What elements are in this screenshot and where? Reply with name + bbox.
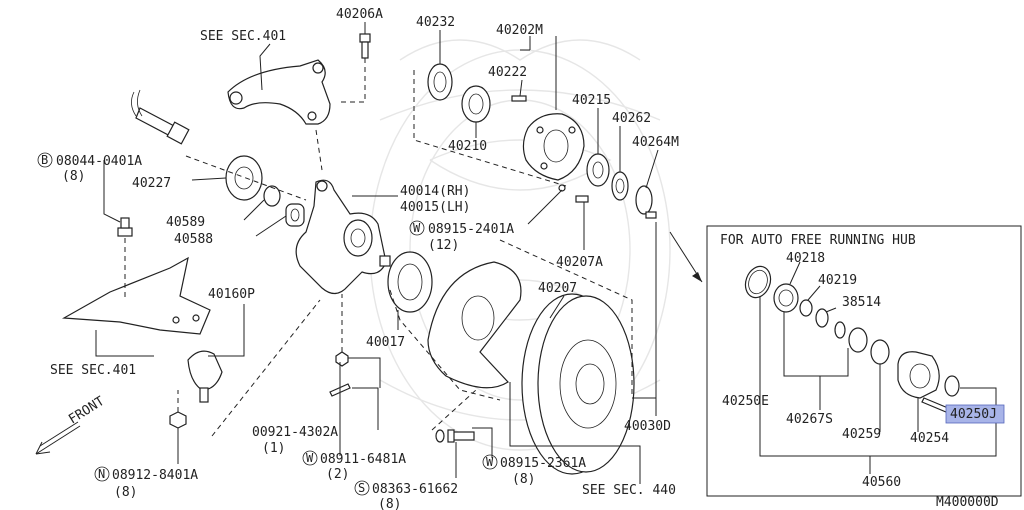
label-40589[interactable]: 40589: [166, 215, 205, 230]
bushing-40588: [285, 203, 305, 227]
bearing-40210: [461, 85, 491, 123]
label-40222[interactable]: 40222: [488, 65, 527, 80]
nut-08911: [335, 351, 349, 367]
inset-parts: [744, 265, 960, 413]
symbol-n: N: [98, 467, 105, 481]
diagram-code: M400000D: [936, 495, 999, 510]
label-08915a-qty: (12): [428, 238, 459, 253]
bolt-40222: [511, 95, 527, 102]
label-40210[interactable]: 40210: [448, 139, 487, 154]
bolt-40207A: [575, 195, 589, 203]
ball-joint-40160P: [187, 350, 223, 403]
ref-sec401-top[interactable]: SEE SEC.401: [200, 29, 286, 44]
label-40017[interactable]: 40017: [366, 335, 405, 350]
label-40262[interactable]: 40262: [612, 111, 651, 126]
symbol-w-c: W: [486, 455, 494, 469]
bolt-08363: [435, 429, 475, 443]
label-40588[interactable]: 40588: [174, 232, 213, 247]
label-08915a[interactable]: 08915-2401A: [428, 222, 514, 237]
label-08363-qty: (8): [378, 497, 401, 510]
rotor-40207: [521, 293, 635, 475]
inset-box: [706, 225, 1022, 497]
drive-shaft: [131, 89, 190, 145]
symbol-b-circle: [37, 152, 53, 168]
label-40030D[interactable]: 40030D: [624, 419, 671, 434]
lower-arm: [61, 256, 211, 335]
label-40259[interactable]: 40259: [842, 427, 881, 442]
bolt-08044: [117, 217, 133, 237]
label-40218[interactable]: 40218: [786, 251, 825, 266]
label-08911-qty: (2): [326, 467, 349, 482]
label-40207[interactable]: 40207: [538, 281, 577, 296]
label-08911[interactable]: 08911-6481A: [320, 452, 406, 467]
label-08044[interactable]: 08044-0401A: [56, 154, 142, 169]
label-40267S[interactable]: 40267S: [786, 412, 833, 427]
inset-title: FOR AUTO FREE RUNNING HUB: [720, 233, 916, 248]
label-08915b-qty: (8): [512, 472, 535, 487]
symbol-w-b: W: [306, 451, 314, 465]
symbol-w-circle-c: [482, 454, 498, 470]
label-40160P[interactable]: 40160P: [208, 287, 255, 302]
label-40219[interactable]: 40219: [818, 273, 857, 288]
label-40250J[interactable]: 40250J: [950, 407, 997, 422]
bolt-40206A: [359, 33, 371, 59]
label-40202M[interactable]: 40202M: [496, 23, 543, 38]
front-arrow-icon: [35, 421, 81, 455]
washer-small: [558, 184, 566, 192]
symbol-w-a: W: [413, 221, 421, 235]
plate-40264M: [635, 185, 657, 219]
label-00921-qty: (1): [262, 441, 285, 456]
label-08912-qty: (8): [114, 485, 137, 500]
front-label: FRONT: [66, 394, 107, 428]
label-00921[interactable]: 00921-4302A: [252, 425, 338, 440]
label-08044-qty: (8): [62, 169, 85, 184]
label-40254[interactable]: 40254: [910, 431, 949, 446]
label-40232[interactable]: 40232: [416, 15, 455, 30]
bearing-40227: [225, 155, 263, 201]
washer-40262: [611, 171, 629, 201]
dust-cover-40030D: [427, 261, 522, 389]
backing-plate-40017: [387, 251, 433, 313]
label-40264M[interactable]: 40264M: [632, 135, 679, 150]
label-08363[interactable]: 08363-61662: [372, 482, 458, 497]
label-40560[interactable]: 40560: [862, 475, 901, 490]
symbol-s: S: [358, 481, 365, 495]
label-40014[interactable]: 40014(RH): [400, 184, 470, 199]
knuckle-40014: [295, 179, 391, 295]
symbol-w-circle-a: [409, 220, 425, 236]
label-40227[interactable]: 40227: [132, 176, 171, 191]
symbol-s-circle: [354, 480, 370, 496]
seal-40232: [427, 63, 453, 101]
label-40206A[interactable]: 40206A: [336, 7, 383, 22]
leader-lines: [95, 22, 997, 484]
label-40015[interactable]: 40015(LH): [400, 200, 470, 215]
hub-40202M: [522, 113, 585, 181]
ref-sec440[interactable]: SEE SEC. 440: [582, 483, 676, 498]
ref-sec401-bottom[interactable]: SEE SEC.401: [50, 363, 136, 378]
symbol-n-circle: [94, 466, 110, 482]
label-08912[interactable]: 08912-8401A: [112, 468, 198, 483]
nut-08912: [169, 411, 187, 429]
label-40250E[interactable]: 40250E: [722, 394, 769, 409]
bearing-40215: [586, 153, 610, 187]
highlight-40250J: [945, 404, 1005, 424]
labels: 40206A 40232 40202M 40222 40215 40262 40…: [37, 7, 999, 510]
label-38514[interactable]: 38514: [842, 295, 881, 310]
label-40207A[interactable]: 40207A: [556, 255, 603, 270]
symbol-w-circle-b: [302, 450, 318, 466]
symbol-b: B: [41, 153, 48, 167]
label-40215[interactable]: 40215: [572, 93, 611, 108]
label-08915b[interactable]: 08915-2361A: [500, 456, 586, 471]
upper-link: [227, 59, 331, 125]
seal-40589: [263, 185, 281, 207]
